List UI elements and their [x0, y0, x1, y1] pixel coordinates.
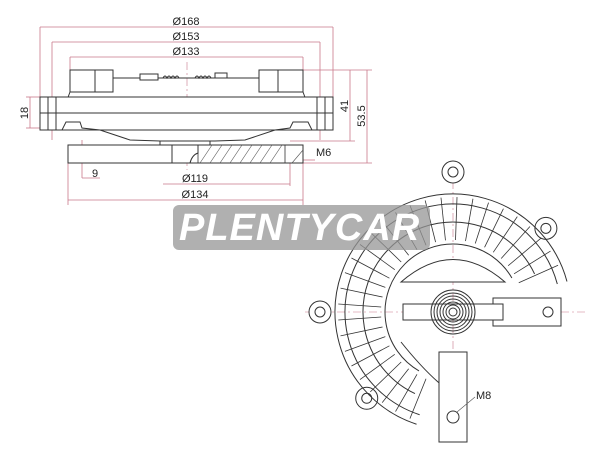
- dim-h53-5: 53.5: [356, 105, 368, 126]
- bimetal-spring-coil: [442, 301, 464, 323]
- dim-d153: Ø153: [173, 31, 200, 43]
- bolt-hole-icon: [542, 306, 554, 318]
- cooling-fin: [518, 264, 559, 284]
- dim-d168: Ø168: [173, 16, 200, 28]
- dim-h41: 41: [339, 100, 351, 112]
- cooling-fin: [500, 226, 531, 259]
- dim-d134: Ø134: [182, 189, 209, 201]
- cooling-fin: [455, 197, 458, 241]
- watermark-text: PLENTYCAR: [179, 207, 421, 249]
- cooling-fin: [344, 272, 386, 288]
- cooling-fin: [507, 237, 542, 267]
- mounting-tab: [355, 386, 379, 410]
- dim-d119: Ø119: [182, 173, 208, 185]
- bolt-hole-icon: [361, 392, 373, 404]
- mounting-tab: [308, 300, 332, 324]
- dim-9: 9: [92, 168, 98, 180]
- cooling-fin: [351, 345, 390, 367]
- cooling-fin: [340, 287, 383, 298]
- watermark: PLENTYCAR: [173, 205, 430, 250]
- cooling-fin: [338, 316, 382, 321]
- dim-d133: Ø133: [173, 46, 200, 58]
- dimension-lines: [26, 26, 372, 205]
- cooling-fin: [492, 216, 518, 253]
- bolt-hole-icon: [314, 306, 326, 318]
- inner-ring: [384, 243, 513, 372]
- cooling-fin: [395, 374, 418, 412]
- bimetal-spring-coil: [448, 307, 458, 317]
- dim-m8: M8: [476, 390, 491, 402]
- bolt-hole-icon: [447, 166, 459, 178]
- cooling-fin: [369, 361, 402, 393]
- bimetal-spring-coil: [430, 289, 476, 335]
- bimetal-spring-coil: [445, 304, 461, 320]
- cooling-fin: [344, 336, 386, 352]
- front-view: [305, 160, 585, 443]
- cooling-fin: [381, 368, 409, 403]
- mounting-tab: [534, 216, 558, 240]
- dim-m6: M6: [316, 147, 331, 159]
- cooling-fin: [474, 202, 489, 244]
- bimetal-spring-coil: [436, 295, 470, 329]
- cooling-fin: [440, 197, 446, 241]
- bimetal-spring-coil: [439, 298, 467, 326]
- cooling-fin: [338, 303, 382, 308]
- hub-window-top: [399, 259, 507, 283]
- cooling-fin: [484, 208, 504, 248]
- bolt-hole-icon: [540, 222, 552, 234]
- cooling-fin: [340, 326, 383, 337]
- cooling-fin: [409, 378, 427, 419]
- cooling-fin: [351, 257, 390, 279]
- bimetal-spring-coil: [433, 292, 473, 332]
- m8-threaded-hole-icon: [446, 410, 460, 424]
- dim-h18: 18: [19, 107, 31, 119]
- fan-clutch-side-body: [39, 69, 334, 164]
- m8-leader: [456, 396, 476, 413]
- cooling-fin: [465, 198, 474, 242]
- bimetal-strip-holder: [402, 303, 504, 321]
- bottom-arm: [438, 351, 468, 443]
- cooling-fin: [359, 353, 395, 380]
- cooling-fin: [513, 250, 551, 275]
- hatched-section: [197, 144, 304, 164]
- right-arm: [492, 297, 562, 327]
- mounting-tab: [441, 160, 465, 184]
